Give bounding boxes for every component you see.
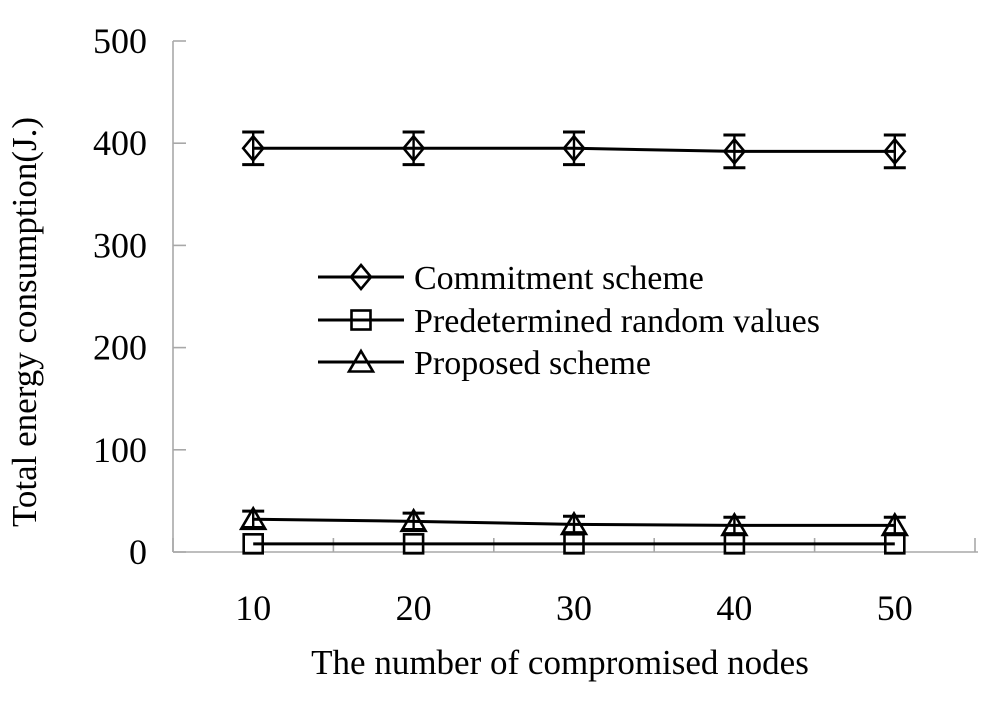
x-tick-label: 50 [877,588,913,628]
square-marker [242,533,264,555]
legend-label: Proposed scheme [414,345,651,382]
y-tick-label: 300 [93,225,147,265]
triangle-marker [559,510,589,536]
series-line [253,517,895,527]
diamond-marker [722,137,747,166]
x-tick-label: 20 [396,588,432,628]
triangle-marker [238,505,268,531]
square-marker [402,533,425,555]
y-axis-title: Total energy consumption(J.) [5,117,44,527]
series-lines [238,130,910,555]
y-tick-label: 0 [129,532,147,572]
diamond-marker [562,134,586,163]
y-tick-label: 200 [93,328,147,368]
series-proposed-scheme [238,505,910,537]
y-tick-label: 500 [93,21,147,61]
diamond-marker [349,262,373,292]
triangle-marker [880,511,910,537]
legend-item: Proposed scheme [318,345,651,382]
legend-label: Predetermined random values [414,303,820,340]
legend-label: Commitment scheme [414,260,704,297]
diamond-marker [401,134,426,163]
diamond-marker [883,137,907,166]
series-commitment-scheme [241,130,907,170]
x-axis-title: The number of compromised nodes [311,643,809,682]
triangle-marker [399,507,428,533]
legend-item: Commitment scheme [318,260,704,297]
y-tick-label: 400 [93,123,147,163]
diamond-marker [241,134,265,163]
x-tick-label: 10 [235,588,271,628]
square-marker [350,309,372,331]
series-predetermined-random-values [242,533,906,555]
series-line [253,146,895,153]
legend-item: Predetermined random values [318,303,820,340]
tick-labels: 0 100 200 300 400 500 10 20 30 40 50 [93,21,913,628]
triangle-marker [720,511,749,537]
x-tick-label: 30 [556,588,592,628]
triangle-marker [346,348,376,373]
x-tick-label: 40 [716,588,752,628]
y-tick-label: 100 [93,430,147,470]
